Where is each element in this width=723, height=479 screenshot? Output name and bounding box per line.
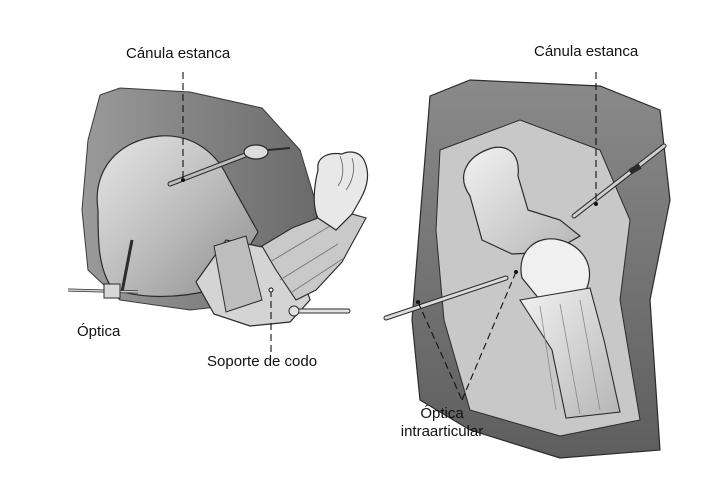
left-shoulder-scene (68, 72, 367, 352)
right-joint-scene (386, 72, 670, 458)
label-soporte-de-codo: Soporte de codo (207, 353, 317, 371)
label-canula-estanca-right: Cánula estanca (534, 43, 638, 61)
label-optica: Óptica (77, 323, 120, 341)
elbow-rod (289, 306, 348, 316)
label-optica-intra-line2: intraarticular (389, 423, 495, 441)
label-optica-intra-line1: Óptica (389, 405, 495, 423)
label-optica-intraarticular: Óptica intraarticular (389, 405, 495, 441)
label-canula-estanca-left: Cánula estanca (126, 45, 230, 63)
